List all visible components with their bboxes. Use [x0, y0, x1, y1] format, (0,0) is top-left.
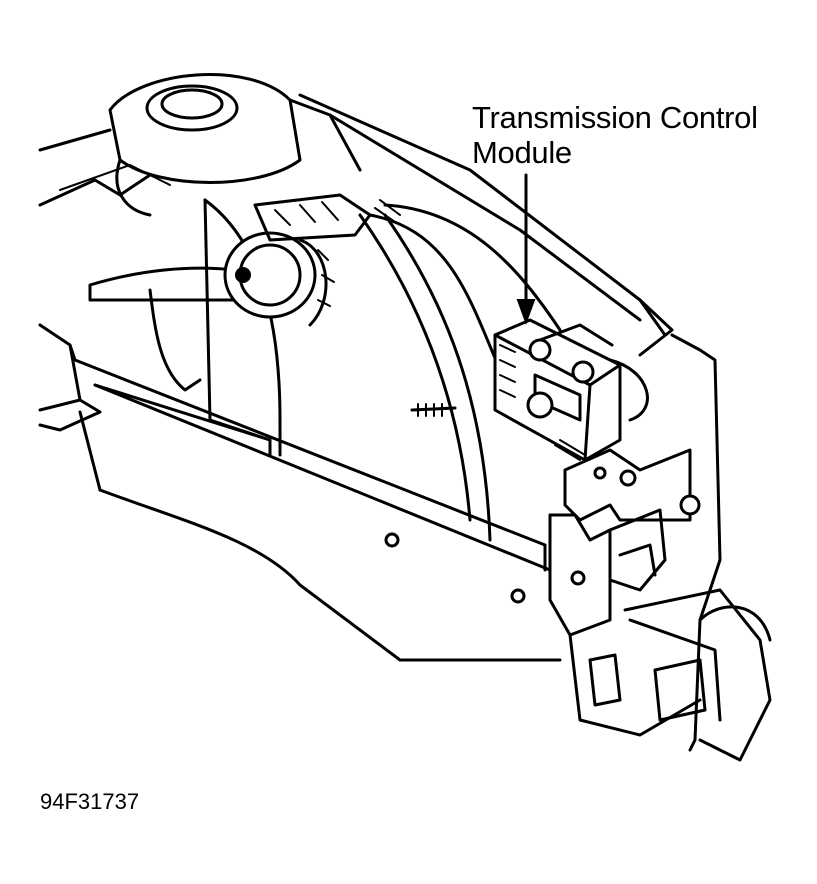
callout-label-transmission-control-module: Transmission Control Module	[472, 100, 758, 170]
transmission-control-module	[493, 318, 622, 462]
front-bracket	[548, 333, 772, 762]
brake-booster	[88, 193, 372, 327]
strut-tower	[108, 73, 362, 217]
stud-bolt	[410, 403, 457, 417]
callout-line-1: Transmission Control	[472, 100, 758, 135]
wiring-harness	[368, 199, 649, 422]
callout-leader	[516, 173, 536, 325]
figure-id: 94F31737	[40, 789, 140, 814]
callout-line-2: Module	[472, 135, 572, 170]
radiator-support	[68, 343, 562, 662]
